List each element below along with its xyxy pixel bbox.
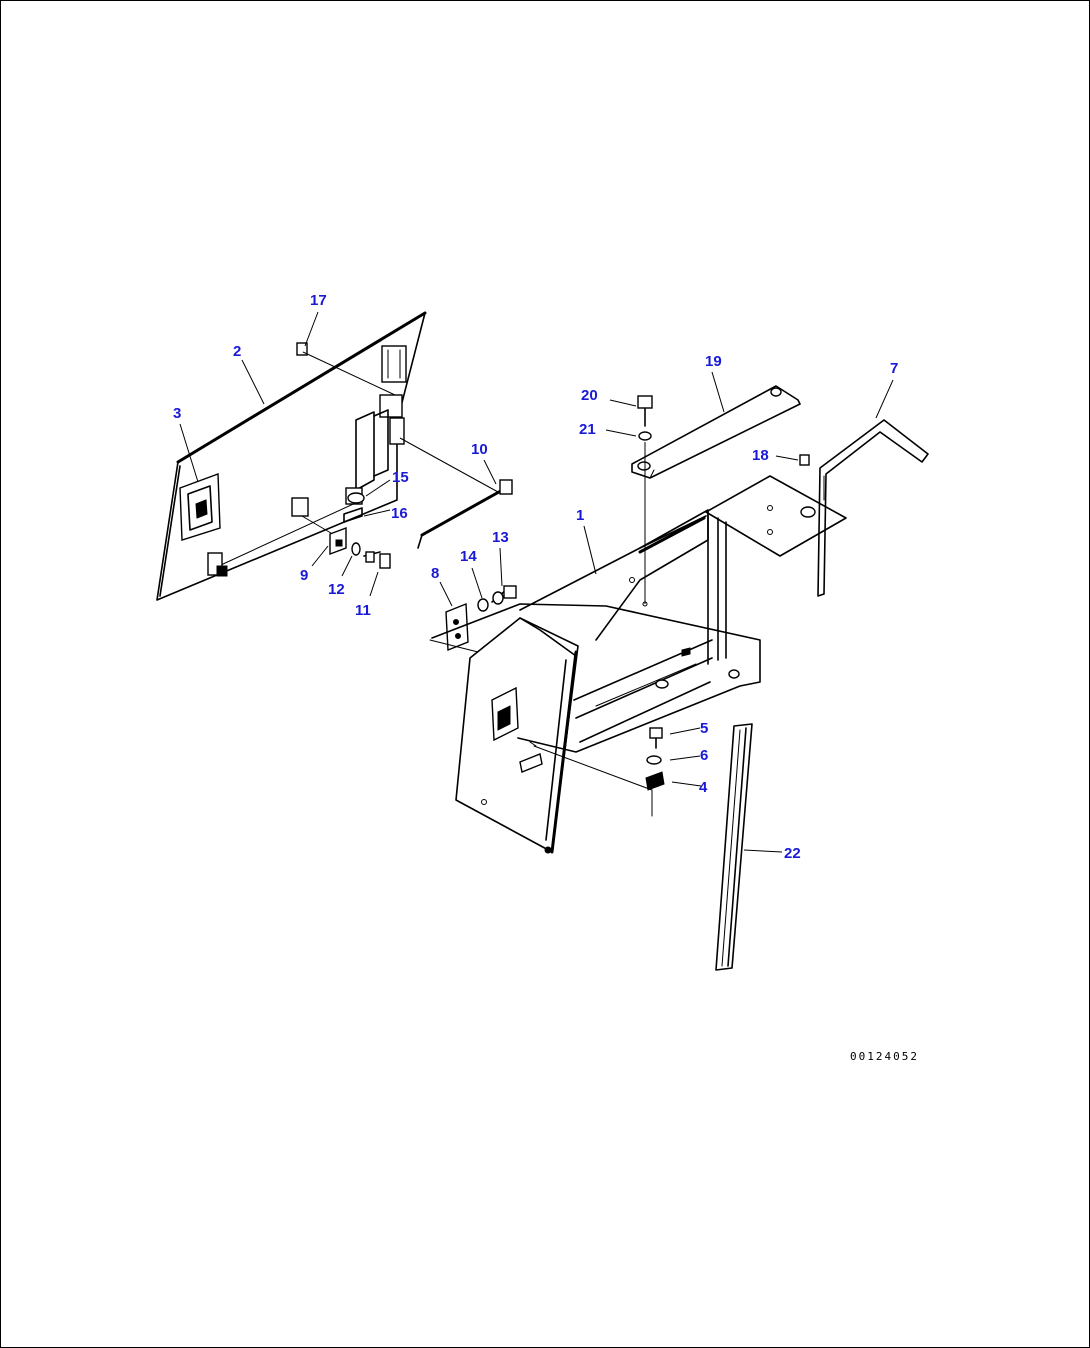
part-4-nut[interactable]	[645, 771, 665, 791]
part-2-door-panel[interactable]	[156, 311, 427, 601]
part-1-box-frame[interactable]	[429, 509, 761, 854]
top-mounting-plate[interactable]	[705, 475, 847, 557]
part-20-bolt[interactable]	[637, 395, 653, 427]
callout-17: 17	[310, 292, 327, 309]
part-10-stay-rod[interactable]	[417, 479, 513, 549]
callout-6: 6	[700, 747, 708, 764]
callout-labels: 1 2 3 4 5 6 7 8 9 10 11 12 13 14 15 16 1…	[173, 292, 898, 862]
part-9-bracket[interactable]	[329, 526, 347, 556]
part-16-washer[interactable]	[343, 507, 363, 523]
callout-3: 3	[173, 405, 181, 422]
callout-1: 1	[576, 507, 584, 524]
part-8-hinge-plate[interactable]	[445, 602, 469, 652]
part-18-bolt[interactable]	[799, 454, 810, 466]
part-14-nut[interactable]	[477, 598, 489, 612]
part-22-channel[interactable]	[715, 723, 753, 971]
leader-lines	[179, 311, 894, 853]
part-19-cover-plate[interactable]	[631, 385, 801, 479]
callout-2: 2	[233, 343, 241, 360]
part-13-bolt[interactable]	[491, 585, 517, 605]
callout-18: 18	[752, 447, 769, 464]
part-17-bolt[interactable]	[296, 342, 396, 396]
part-12-washer[interactable]	[351, 542, 361, 556]
callout-8: 8	[431, 565, 439, 582]
part-7-bent-rod[interactable]	[817, 419, 929, 597]
part-6-washer[interactable]	[646, 755, 662, 765]
callout-4: 4	[699, 779, 708, 796]
callout-12: 12	[328, 581, 345, 598]
part-21-washer[interactable]	[638, 431, 652, 441]
part-5-bolt[interactable]	[649, 727, 663, 749]
callout-20: 20	[581, 387, 598, 404]
callout-7: 7	[890, 360, 898, 377]
callout-14: 14	[460, 548, 477, 565]
callout-21: 21	[579, 421, 596, 438]
callout-22: 22	[784, 845, 801, 862]
callout-19: 19	[705, 353, 722, 370]
callout-11: 11	[355, 602, 371, 619]
part-3-door-latch[interactable]	[179, 473, 221, 541]
callout-13: 13	[492, 529, 509, 546]
drawing-code: 00124052	[850, 1050, 919, 1063]
callout-5: 5	[700, 720, 708, 737]
part-15-washer[interactable]	[347, 492, 365, 504]
callout-16: 16	[391, 505, 408, 522]
callout-10: 10	[471, 441, 488, 458]
door-hinge-guide	[399, 437, 499, 493]
callout-9: 9	[300, 567, 308, 584]
callout-15: 15	[392, 469, 409, 486]
part-11-bolt[interactable]	[363, 551, 391, 569]
